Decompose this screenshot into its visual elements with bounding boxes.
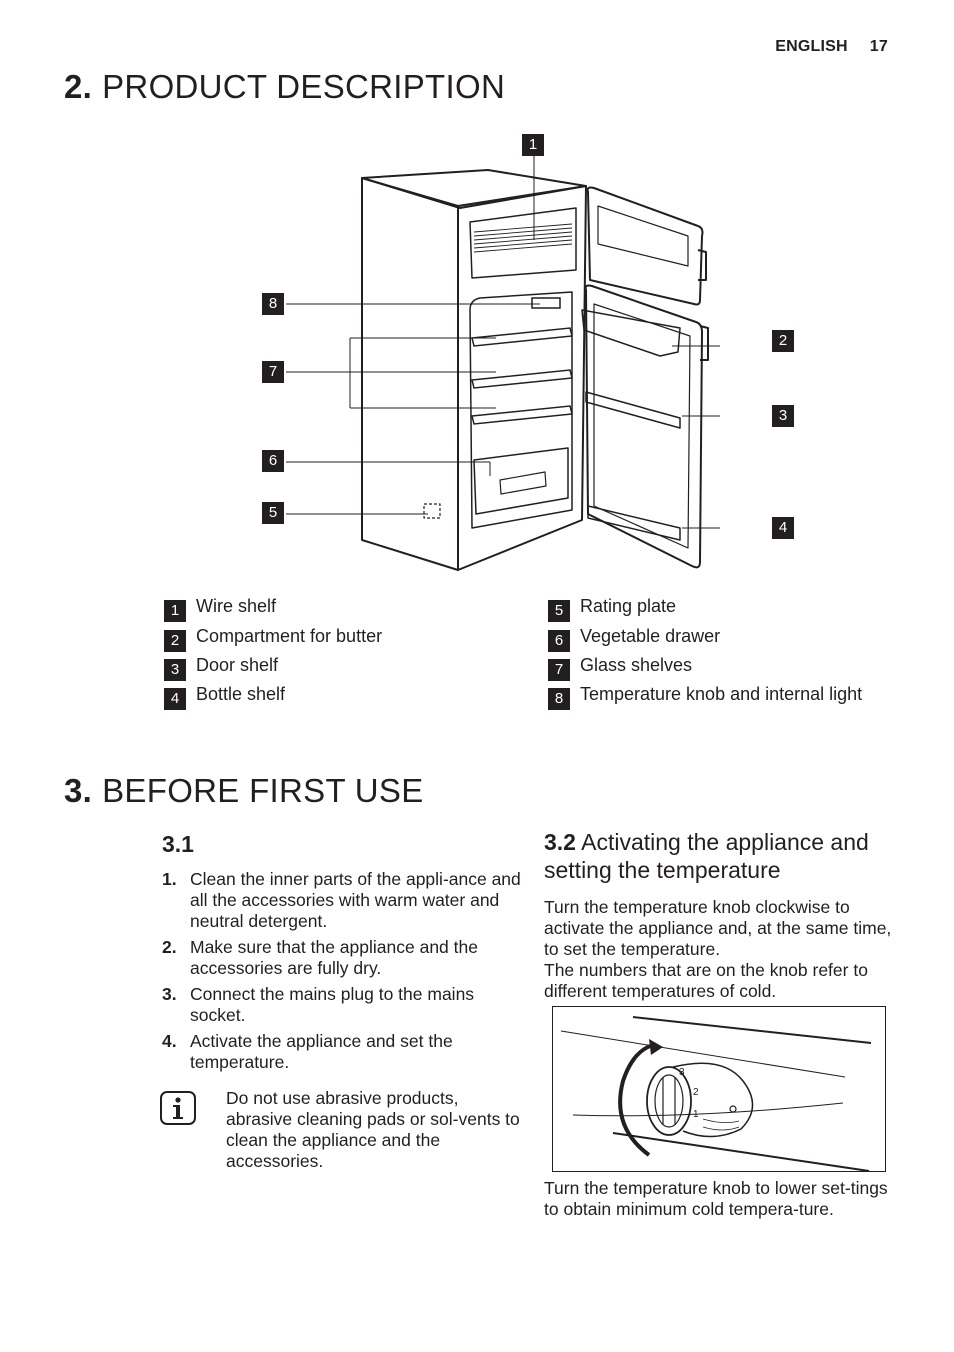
legend-item: 2 Compartment for butter	[164, 626, 382, 652]
legend-item: 1 Wire shelf	[164, 596, 276, 622]
step-text: Make sure that the appliance and the acc…	[190, 937, 478, 978]
subsection-number: 3.2	[544, 829, 576, 855]
legend-label: Bottle shelf	[196, 684, 286, 704]
legend-label: Door shelf	[196, 655, 279, 675]
subsection-3-1-heading: 3.1	[162, 830, 194, 858]
legend-item: 5 Rating plate	[548, 596, 676, 622]
legend-label: Wire shelf	[196, 596, 277, 616]
legend-number: 3	[164, 659, 186, 681]
section-3-heading: 3.BEFORE FIRST USE	[64, 772, 424, 810]
steps-list: 1. Clean the inner parts of the appli-anc…	[162, 869, 522, 1078]
section-title: PRODUCT DESCRIPTION	[102, 68, 506, 105]
paragraph: Turn the temperature knob to lower set-t…	[544, 1178, 888, 1219]
legend-number: 5	[548, 600, 570, 622]
step-text: Activate the appliance and set the tempe…	[190, 1031, 453, 1072]
knob-mark: 1	[693, 1109, 699, 1120]
step-text: Connect the mains plug to the mains sock…	[190, 984, 475, 1025]
knob-mark: 3	[679, 1067, 685, 1078]
legend-number: 4	[164, 688, 186, 710]
list-item: 1. Clean the inner parts of the appli-anc…	[162, 869, 522, 932]
fridge-diagram	[286, 154, 720, 571]
knob-illustration: 3 2 1	[552, 1006, 886, 1172]
callout-3: 3	[772, 405, 794, 427]
legend-label: Glass shelves	[580, 655, 693, 675]
callout-6: 6	[262, 450, 284, 472]
legend-item: 6 Vegetable drawer	[548, 626, 720, 652]
legend-item: 4 Bottle shelf	[164, 684, 285, 710]
callout-4: 4	[772, 517, 794, 539]
section-number: 2.	[64, 68, 93, 105]
info-icon	[160, 1091, 196, 1125]
subsection-title: Activating the appliance and setting the…	[544, 829, 869, 883]
legend-number: 6	[548, 630, 570, 652]
legend-label: Rating plate	[580, 596, 677, 616]
callout-7: 7	[262, 361, 284, 383]
paragraph: The numbers that are on the knob refer t…	[544, 960, 868, 1001]
legend-item: 8 Temperature knob and internal light	[548, 684, 862, 710]
paragraph: Turn the temperature knob clockwise to a…	[544, 897, 892, 959]
knob-mark: 2	[693, 1087, 699, 1098]
step-number: 1.	[162, 869, 177, 889]
legend-item: 3 Door shelf	[164, 655, 278, 681]
legend-number: 1	[164, 600, 186, 622]
legend-label: Vegetable drawer	[580, 626, 721, 646]
legend-number: 2	[164, 630, 186, 652]
header-language: ENGLISH	[775, 38, 848, 55]
subsection-3-2-heading: 3.2 Activating the appliance and setting…	[544, 828, 904, 884]
callout-2: 2	[772, 330, 794, 352]
page-number: 17	[869, 38, 888, 55]
callout-1: 1	[522, 134, 544, 156]
legend-label: Compartment for butter	[196, 626, 383, 646]
subsection-number: 3.1	[162, 831, 194, 857]
legend-number: 8	[548, 688, 570, 710]
step-number: 3.	[162, 984, 177, 1004]
section-title: BEFORE FIRST USE	[102, 772, 424, 809]
callout-8: 8	[262, 293, 284, 315]
list-item: 3. Connect the mains plug to the mains so…	[162, 984, 522, 1026]
legend-label: Temperature knob and internal light	[580, 684, 863, 704]
legend-item: 7 Glass shelves	[548, 655, 692, 681]
section-number: 3.	[64, 772, 93, 809]
step-number: 2.	[162, 937, 177, 957]
step-number: 4.	[162, 1031, 177, 1051]
list-item: 4. Activate the appliance and set the tem…	[162, 1031, 522, 1073]
step-text: Clean the inner parts of the appli-ance …	[190, 869, 521, 931]
legend-number: 7	[548, 659, 570, 681]
note-text: Do not use abrasive products, abrasive c…	[226, 1088, 520, 1171]
callout-5: 5	[262, 502, 284, 524]
list-item: 2. Make sure that the appliance and the a…	[162, 937, 522, 979]
section-2-heading: 2.PRODUCT DESCRIPTION	[64, 68, 505, 106]
page-header: ENGLISH 17	[775, 38, 888, 56]
